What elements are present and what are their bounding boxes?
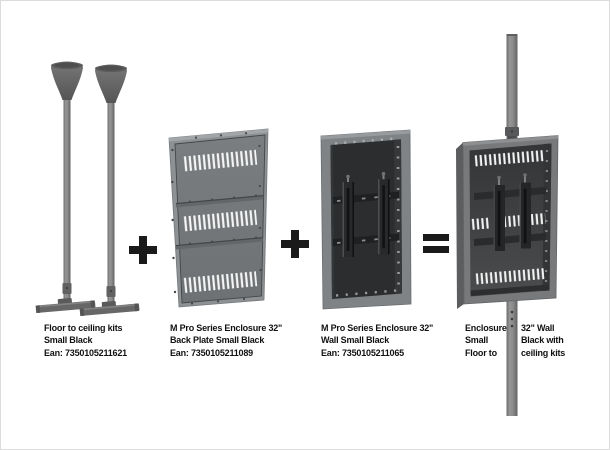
plus-symbol: + [281,230,282,231]
plus-icon: + [281,230,309,258]
product-label-assembled-left: Enclosure Small Floor to [465,322,507,359]
product-label-line: M Pro Series Enclosure 32" [170,323,283,333]
product-label-line: Enclosure [465,323,507,333]
product-label-line: Floor to [465,347,497,358]
vesa-bracket-rails [493,173,531,251]
product-label-wall-enclosure: M Pro Series Enclosure 32" Wall Small Bl… [321,322,433,359]
ceiling-pole-right [79,64,140,317]
back-plate-illustration [168,128,269,308]
product-label-line: Back Plate Small Black [170,335,265,346]
product-label-line: 32" Wall [521,323,555,333]
product-label-floor-kits: Floor to ceiling kits Small Black Ean: 7… [44,322,127,359]
product-label-line: Ean: 7350105211065 [321,347,404,358]
product-label-line: M Pro Series Enclosure 32" [321,323,434,333]
wall-enclosure-illustration [320,129,412,310]
vesa-bracket-rails [342,171,390,257]
plus-symbol: + [129,236,130,237]
floor-to-ceiling-kit-illustration [35,61,140,317]
plus-icon: + [129,236,157,264]
product-label-line: Floor to ceiling kits [44,323,123,333]
assembled-enclosure-illustration [456,34,559,416]
product-label-assembled-right: 32" Wall Black with ceiling kits [521,322,565,359]
product-label-line: ceiling kits [521,347,566,358]
product-label-line: Ean: 7350105211621 [44,347,127,358]
product-label-line: Black with [521,335,564,346]
ceiling-pole-left [35,61,96,314]
product-label-line: Wall Small Black [321,335,389,346]
product-label-back-plate: M Pro Series Enclosure 32" Back Plate Sm… [170,322,282,359]
product-label-line: Small Black [44,335,93,346]
equals-icon: = [423,234,449,253]
screw-dots [171,132,262,305]
product-label-line: Ean: 7350105211089 [170,347,253,358]
product-label-line: Small [465,335,489,346]
